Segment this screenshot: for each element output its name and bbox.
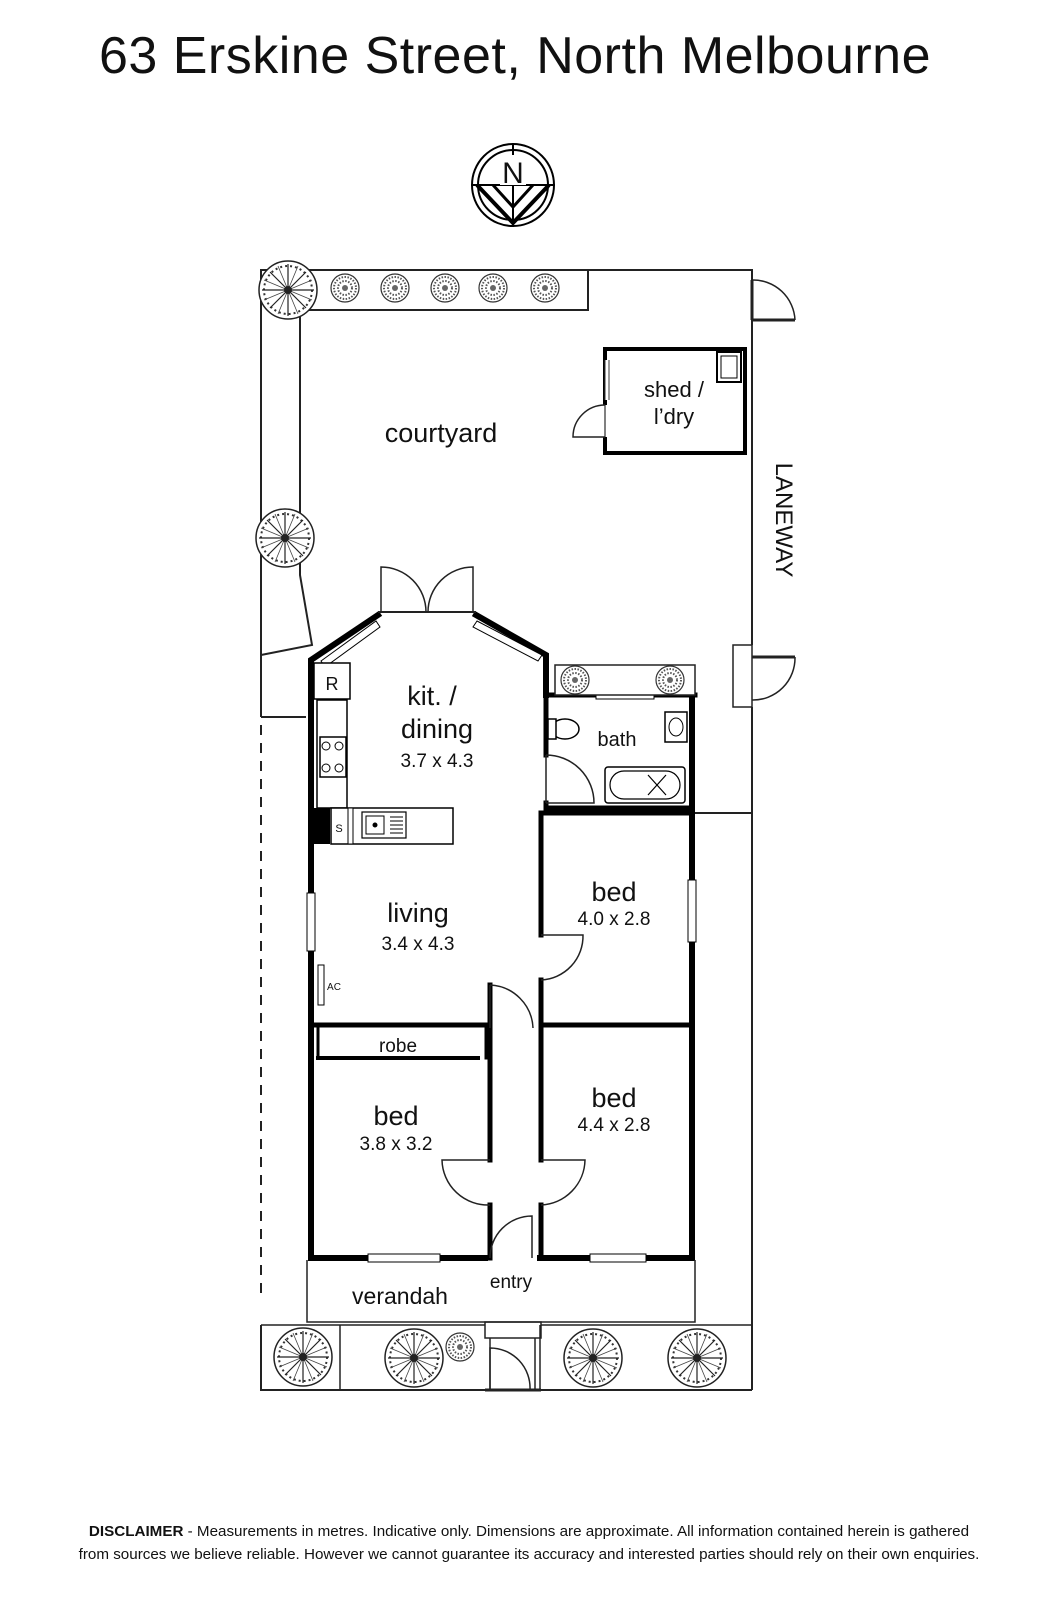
disclaimer-line1: DISCLAIMER - Measurements in metres. Ind… [0,1520,1058,1543]
courtyard-french-doors [378,566,476,613]
north-compass-icon [471,143,555,227]
bed3-label: bed [591,1083,636,1113]
interior-doors [441,754,595,1259]
bed1-dims: 4.0 x 2.8 [578,909,651,930]
compass-letter: N [502,157,524,190]
shed-structure [572,347,747,455]
verandah-label: verandah [352,1283,448,1309]
ac-label: AC [327,982,341,993]
bathroom-fittings [547,711,688,804]
disclaimer-line2: from sources we believe reliable. Howeve… [78,1546,980,1563]
fridge-label: R [326,674,339,694]
living-dims: 3.4 x 4.3 [382,934,455,955]
robe-label: robe [379,1036,417,1057]
page-title: 63 Erskine Street, North Melbourne [98,27,932,85]
kitchen-label-line2: dining [401,714,473,744]
living-label: living [387,898,449,928]
laneway-gate-upper [750,279,796,322]
sink-label: S [335,823,342,835]
bed2-dims: 3.8 x 3.2 [360,1134,433,1155]
shed-label-line1: shed / [644,377,705,402]
courtyard-label: courtyard [385,418,498,448]
shed-label-line2: l’dry [654,404,694,429]
bed1-label: bed [591,877,636,907]
laneway-gate-lower [732,644,796,708]
verandah-structure [261,1260,752,1392]
kitchen-dims: 3.7 x 4.3 [401,751,474,772]
laneway-label: LANEWAY [770,463,797,578]
bed2-label: bed [373,1101,418,1131]
bath-label: bath [598,729,637,751]
disclaimer: DISCLAIMER - Measurements in metres. Ind… [0,1520,1058,1566]
disclaimer-line1-text: - Measurements in metres. Indicative onl… [183,1523,970,1540]
entry-label: entry [490,1272,533,1293]
house-walls [308,610,698,1261]
bed3-dims: 4.4 x 2.8 [578,1115,651,1136]
kitchen-fittings [313,662,454,1006]
kitchen-label-line1: kit. / [407,681,457,711]
windows [306,620,697,1263]
disclaimer-heading: DISCLAIMER [88,1523,184,1540]
